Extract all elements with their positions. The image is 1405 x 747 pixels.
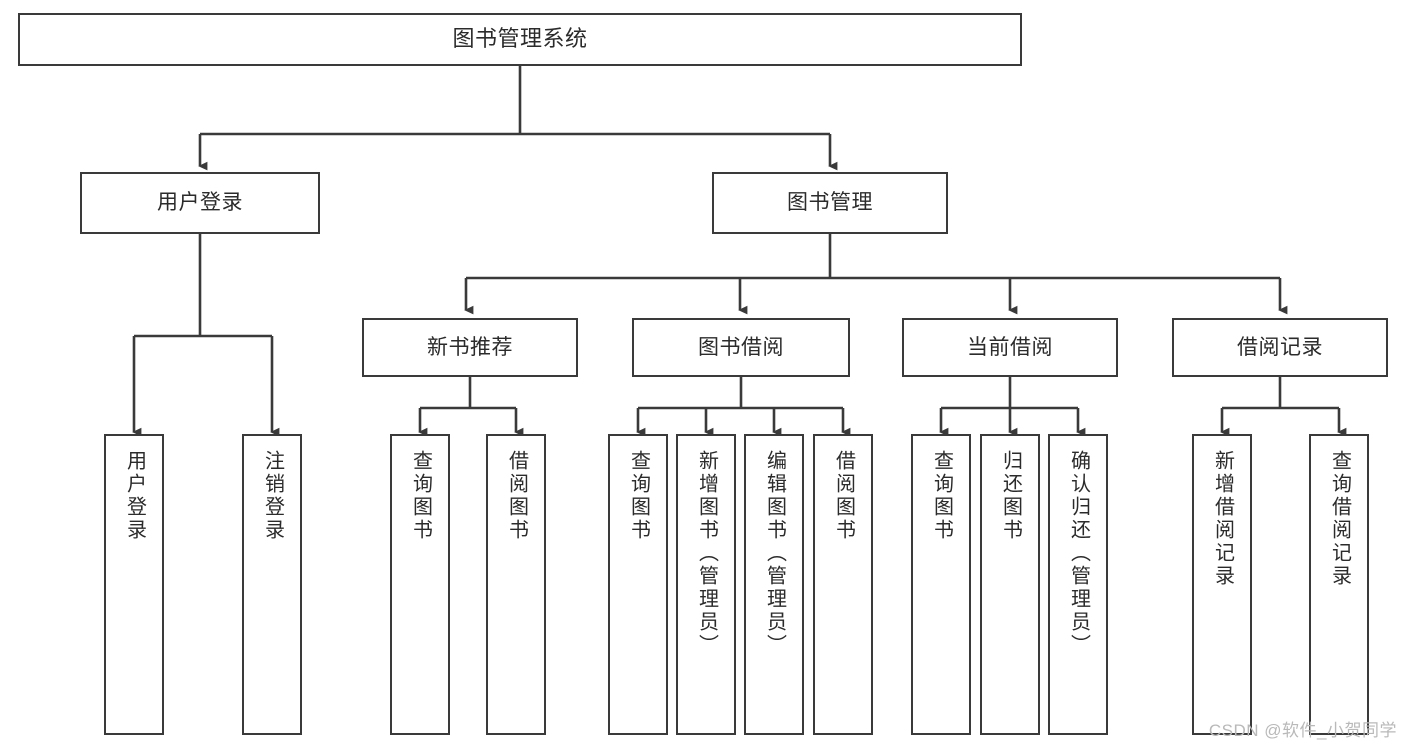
leaf-label: 借阅图书 (832, 450, 855, 542)
leaf-query-books-recommend[interactable]: 查询图书 (390, 434, 450, 735)
node-borrow-records[interactable]: 借阅记录 (1172, 318, 1388, 377)
leaf-label: 新增图书（管理员） (695, 450, 718, 657)
leaf-label: 编辑图书（管理员） (763, 450, 786, 657)
leaf-label: 借阅图书 (505, 450, 528, 542)
leaf-label: 查询借阅记录 (1328, 450, 1351, 588)
leaf-borrow-books-recommend[interactable]: 借阅图书 (486, 434, 546, 735)
leaf-label: 查询图书 (627, 450, 650, 542)
leaf-confirm-return-admin[interactable]: 确认归还（管理员） (1048, 434, 1108, 735)
leaf-label: 用户登录 (123, 450, 146, 542)
leaf-return-books[interactable]: 归还图书 (980, 434, 1040, 735)
node-current-borrow[interactable]: 当前借阅 (902, 318, 1118, 377)
watermark-text: CSDN @软件_小贺同学 (1208, 721, 1397, 740)
leaf-label: 确认归还（管理员） (1067, 450, 1090, 657)
leaf-label: 注销登录 (261, 450, 284, 542)
node-root[interactable]: 图书管理系统 (18, 13, 1022, 66)
leaf-label: 查询图书 (930, 450, 953, 542)
leaf-borrow-books[interactable]: 借阅图书 (813, 434, 873, 735)
node-new-book-recommendation[interactable]: 新书推荐 (362, 318, 578, 377)
node-book-borrow[interactable]: 图书借阅 (632, 318, 850, 377)
leaf-query-books-borrow[interactable]: 查询图书 (608, 434, 668, 735)
leaf-logout[interactable]: 注销登录 (242, 434, 302, 735)
leaf-label: 归还图书 (999, 450, 1022, 542)
node-user-login[interactable]: 用户登录 (80, 172, 320, 234)
leaf-label: 查询图书 (409, 450, 432, 542)
leaf-query-borrow-record[interactable]: 查询借阅记录 (1309, 434, 1369, 735)
leaf-edit-book-admin[interactable]: 编辑图书（管理员） (744, 434, 804, 735)
leaf-user-login[interactable]: 用户登录 (104, 434, 164, 735)
leaf-add-book-admin[interactable]: 新增图书（管理员） (676, 434, 736, 735)
leaf-add-borrow-record[interactable]: 新增借阅记录 (1192, 434, 1252, 735)
leaf-label: 新增借阅记录 (1211, 450, 1234, 588)
leaf-query-books-current[interactable]: 查询图书 (911, 434, 971, 735)
node-book-management[interactable]: 图书管理 (712, 172, 948, 234)
